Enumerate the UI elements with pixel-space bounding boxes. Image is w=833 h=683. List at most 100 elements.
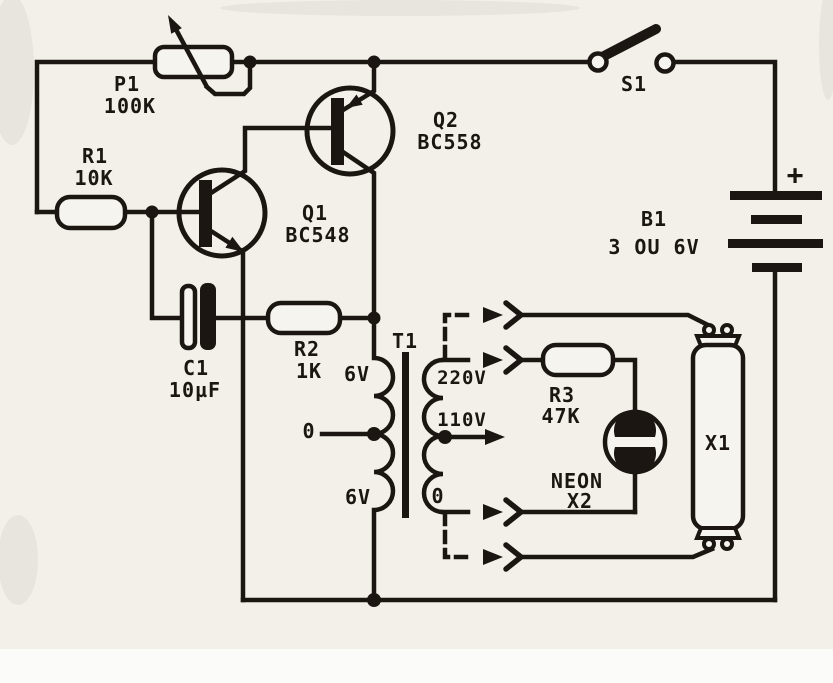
t1-primary-winding	[371, 318, 396, 600]
t1-secondary-winding	[421, 357, 444, 515]
x1-bottom-cap	[694, 526, 742, 540]
wire-left-drop-top-rail	[34, 59, 158, 215]
arrowhead-icon	[483, 307, 503, 323]
capacitor-c1: C1 10µF	[169, 283, 221, 402]
scan-smudge	[0, 0, 34, 145]
transistor-q2: Q2 BC558	[304, 85, 482, 177]
arrowhead-icon	[483, 504, 503, 520]
plug-chevron-icon	[503, 542, 524, 572]
wire-p1-wiper-return	[203, 61, 253, 97]
wire-q2-collector	[339, 148, 377, 321]
fluorescent-tube-x1: X1	[690, 323, 746, 551]
arrowhead-icon	[483, 352, 503, 368]
transistor-q1: Q1 BC548	[176, 167, 350, 259]
junction-dot	[145, 205, 159, 219]
s1-contact-right	[654, 52, 676, 74]
wire-x1-bottom	[519, 546, 715, 560]
x2-electrode-top	[614, 409, 656, 437]
arrowhead-icon	[483, 549, 503, 565]
r1-body	[54, 194, 128, 231]
r2-value-label: 1K	[296, 359, 322, 383]
r3-body	[540, 342, 616, 378]
plug-chevron-icon	[503, 345, 524, 375]
c1-plate-left	[179, 283, 198, 351]
q1-ref-label: Q1	[302, 201, 328, 225]
x1-ref-label: X1	[705, 431, 731, 455]
wire-dashed-220v-to-x1	[442, 312, 473, 360]
scan-smudge	[220, 0, 580, 16]
x1-top-pin	[702, 323, 716, 337]
t1-secondary-0v-label: 0	[431, 484, 444, 508]
p1-wiper-shaft	[170, 20, 209, 89]
t1-secondary-220v-label: 220V	[437, 367, 487, 389]
r3-ref-label: R3	[549, 383, 575, 407]
x1-top-pin	[720, 323, 734, 337]
s1-ref-label: S1	[621, 72, 647, 96]
s1-lever	[599, 24, 661, 61]
paper-bottom-edge	[0, 649, 833, 683]
r1-value-label: 10K	[74, 166, 113, 190]
switch-s1: S1	[587, 24, 676, 96]
transformer-t1: T1 6V 0 6V 220V 110V 0	[302, 318, 486, 600]
wire-base-junction-to-c1	[149, 209, 185, 321]
wire-dashed-0v-to-x1	[442, 511, 477, 560]
r2-ref-label: R2	[294, 337, 320, 361]
q1-npn-emitter-arrow-icon	[225, 236, 244, 252]
x1-bottom-pin	[720, 537, 734, 551]
q2-envelope	[304, 85, 396, 177]
wire-x1-top	[519, 312, 716, 331]
output-connectors	[483, 300, 524, 572]
q2-pnp-emitter-arrow-icon	[346, 94, 363, 108]
b1-ref-label: B1	[641, 207, 667, 231]
x2-electrode-bottom	[614, 447, 656, 475]
t1-ref-label: T1	[392, 329, 418, 353]
q1-part-label: BC548	[285, 223, 350, 247]
t1-secondary-110v-label: 110V	[437, 409, 487, 431]
resistor-r1: R1 10K	[54, 144, 128, 231]
potentiometer-p1: P1 100K	[104, 15, 235, 118]
junction-dot	[438, 430, 452, 444]
plug-chevrons	[503, 300, 524, 572]
junction-dot	[243, 55, 257, 69]
scan-smudge	[0, 515, 38, 605]
r2-body	[265, 300, 343, 336]
x1-bottom-pin	[702, 537, 716, 551]
s1-contact-left	[587, 51, 609, 73]
b1-plate-short	[752, 263, 802, 272]
plug-chevron-icon	[503, 497, 524, 527]
b1-polarity-label: +	[787, 158, 804, 191]
wires	[34, 59, 778, 603]
wire-top-rail-right-battery-lead	[670, 59, 778, 195]
q2-ref-label: Q2	[433, 108, 459, 132]
x2-ref-label: X2	[567, 489, 593, 513]
q1-base-bar	[199, 180, 212, 247]
battery-b1: + B1 3 OU 6V	[608, 158, 823, 272]
scan-smudge	[819, 0, 833, 100]
junction-dot	[367, 55, 381, 69]
plug-chevron-icon	[503, 300, 524, 330]
arrowheads	[483, 307, 505, 565]
r3-value-label: 47K	[541, 404, 580, 428]
q2-part-label: BC558	[417, 130, 482, 154]
b1-plate-long	[730, 191, 822, 200]
wire-q1-collector-to-q2-base	[207, 125, 334, 197]
c1-value-label: 10µF	[169, 378, 221, 402]
resistor-r2: R2 1K	[265, 300, 343, 383]
p1-ref-label: P1	[114, 72, 140, 96]
p1-value-label: 100K	[104, 94, 156, 118]
scan-artifacts	[0, 0, 833, 605]
p1-wiper-arrowhead-icon	[168, 15, 182, 34]
b1-value-label: 3 OU 6V	[608, 235, 699, 259]
t1-primary-top-tap-label: 6V	[344, 362, 370, 386]
q2-base-bar	[331, 98, 344, 165]
q1-envelope	[176, 167, 268, 259]
t1-primary-center-tap-label: 0	[302, 419, 315, 443]
resistor-r3: R3 47K	[540, 342, 616, 428]
b1-plate-short	[751, 215, 802, 224]
arrowhead-icon	[485, 429, 505, 445]
t1-primary-bottom-tap-label: 6V	[345, 485, 371, 509]
t1-core	[402, 352, 409, 518]
